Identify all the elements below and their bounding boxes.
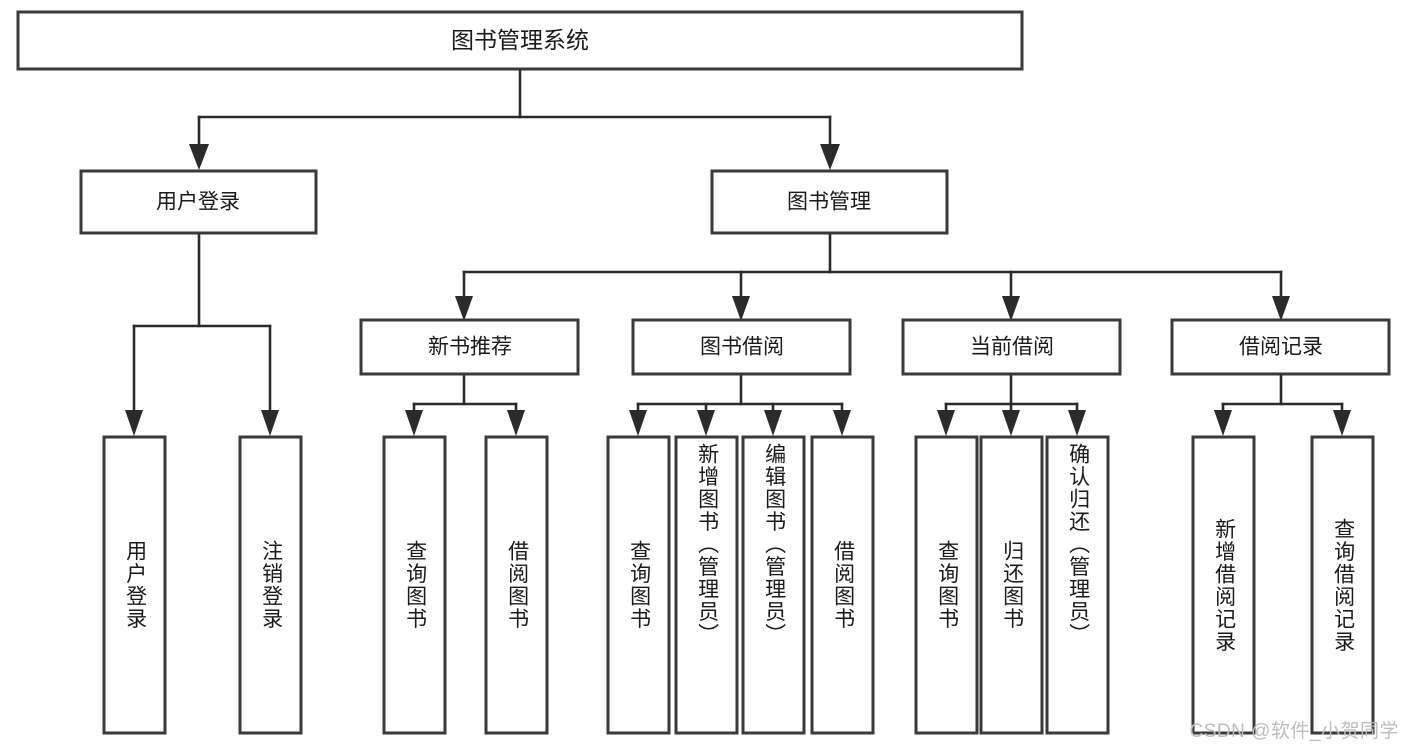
arrowhead-borrow-record bbox=[1272, 296, 1290, 321]
node-box-leaf-query-book-2[interactable] bbox=[606, 435, 671, 735]
arrowhead-book-borrow bbox=[732, 296, 750, 321]
arrowhead-current-borrow bbox=[1002, 296, 1020, 321]
node-box-leaf-borrow-book-2[interactable] bbox=[810, 435, 875, 735]
arrowhead-leaf-return-book bbox=[1002, 410, 1020, 436]
arrowhead-leaf-user-login bbox=[125, 410, 143, 436]
edge-group-current-borrow bbox=[937, 372, 1086, 436]
edge-group-book-management bbox=[455, 231, 1290, 321]
node-box-book-borrow[interactable] bbox=[631, 318, 852, 376]
node-box-leaf-add-book[interactable] bbox=[674, 435, 739, 735]
node-box-leaf-query-record[interactable] bbox=[1310, 435, 1375, 735]
arrowhead-leaf-user-logout bbox=[261, 410, 279, 436]
arrowhead-new-book-recommend bbox=[455, 296, 473, 321]
arrowhead-leaf-add-book bbox=[697, 410, 715, 436]
node-label-new-book-recommend: 新书推荐 bbox=[428, 336, 512, 359]
arrowhead-leaf-borrow-book-1 bbox=[507, 410, 525, 436]
node-box-book-management[interactable] bbox=[710, 169, 949, 235]
arrowhead-leaf-borrow-book-2 bbox=[833, 410, 851, 436]
arrowhead-leaf-edit-book bbox=[764, 410, 782, 436]
arrowhead-book-management bbox=[820, 144, 840, 170]
arrowhead-leaf-add-record bbox=[1214, 410, 1232, 436]
node-box-leaf-user-login[interactable] bbox=[102, 435, 167, 735]
arrowhead-user-login bbox=[189, 144, 209, 170]
node-box-new-book-recommend[interactable] bbox=[359, 318, 580, 376]
node-label-book-management: 图书管理 bbox=[787, 191, 871, 214]
node-box-leaf-return-book[interactable] bbox=[979, 435, 1044, 735]
node-label-current-borrow: 当前借阅 bbox=[970, 336, 1054, 359]
node-box-user-login[interactable] bbox=[79, 169, 318, 235]
node-label-root: 图书管理系统 bbox=[451, 27, 589, 53]
node-box-root[interactable] bbox=[16, 10, 1024, 71]
node-box-leaf-edit-book[interactable] bbox=[741, 435, 806, 735]
edge-group-new-book-recommend bbox=[405, 372, 525, 436]
node-label-book-borrow: 图书借阅 bbox=[700, 336, 784, 359]
edge-group-user-login bbox=[125, 231, 279, 436]
node-box-leaf-user-logout[interactable] bbox=[238, 435, 303, 735]
node-box-current-borrow[interactable] bbox=[901, 318, 1122, 376]
arrowhead-leaf-query-book-1 bbox=[405, 410, 423, 436]
node-box-leaf-confirm-return[interactable] bbox=[1045, 435, 1110, 735]
edge-group-root bbox=[189, 67, 840, 170]
node-box-leaf-query-book-3[interactable] bbox=[914, 435, 979, 735]
edge-group-book-borrow bbox=[629, 372, 851, 436]
node-label-user-login: 用户登录 bbox=[156, 191, 240, 214]
node-box-borrow-record[interactable] bbox=[1170, 318, 1391, 376]
arrowhead-leaf-query-book-2 bbox=[629, 410, 647, 436]
edge-group-borrow-record bbox=[1214, 372, 1351, 436]
arrowhead-leaf-query-book-3 bbox=[937, 410, 955, 436]
csdn-watermark: CSDN @软件_小贺同学 bbox=[1189, 721, 1399, 742]
arrowhead-leaf-query-record bbox=[1333, 410, 1351, 436]
node-box-leaf-add-record[interactable] bbox=[1191, 435, 1256, 735]
node-box-leaf-borrow-book-1[interactable] bbox=[484, 435, 549, 735]
arrowhead-leaf-confirm-return bbox=[1068, 410, 1086, 436]
node-label-borrow-record: 借阅记录 bbox=[1239, 336, 1323, 359]
node-box-leaf-query-book-1[interactable] bbox=[382, 435, 447, 735]
